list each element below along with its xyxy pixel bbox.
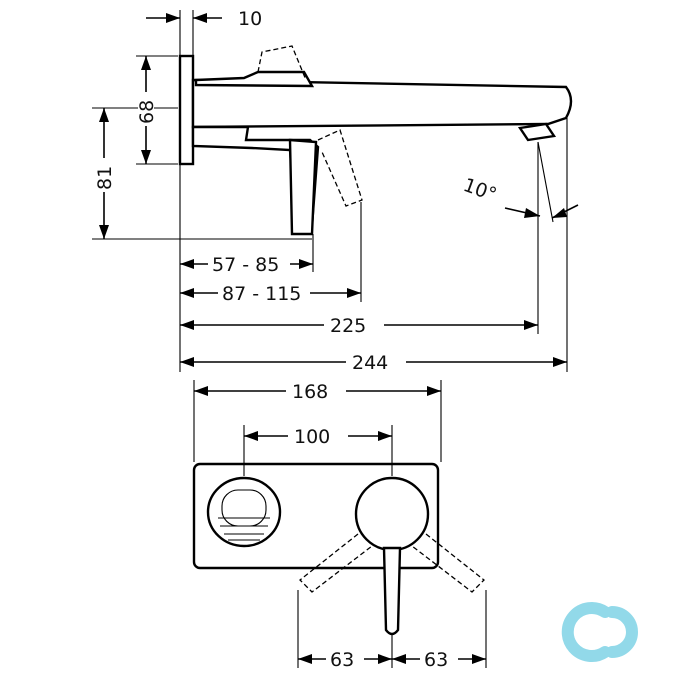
dim-swing-left: 63 <box>330 649 354 671</box>
dim-plate-width: 168 <box>292 381 328 403</box>
dim-handle-height: 81 <box>94 166 116 190</box>
handle-lever <box>288 138 318 236</box>
dim-plate-height: 68 <box>136 100 158 124</box>
dim-angle: 10° <box>460 174 499 206</box>
spout-body <box>191 78 573 129</box>
dim-handle-depth: 57 - 85 <box>212 254 279 276</box>
handle-lever-front <box>382 546 402 636</box>
dim-spout-total: 244 <box>352 352 388 374</box>
handle-swing-upper <box>257 45 307 81</box>
swing-left <box>299 533 373 593</box>
aerator <box>517 122 557 142</box>
swing-right <box>411 533 485 593</box>
wall-plate-side <box>178 54 195 166</box>
spout-top-cap <box>194 70 315 88</box>
handle-disk <box>354 476 430 552</box>
dim-swing-right: 63 <box>424 649 448 671</box>
dim-handle-swing: 87 - 115 <box>222 283 301 305</box>
handle-swing-lower <box>317 129 363 207</box>
front-view: 168 100 63 63 <box>192 380 487 671</box>
side-view: 10 68 81 57 - 85 87 - 115 225 <box>92 8 579 374</box>
dim-spout-outlet: 225 <box>330 315 366 337</box>
dim-center-distance: 100 <box>294 426 330 448</box>
cd-logo-icon <box>561 602 638 662</box>
dim-wall-offset: 10 <box>238 8 262 30</box>
spout-front <box>206 476 282 548</box>
